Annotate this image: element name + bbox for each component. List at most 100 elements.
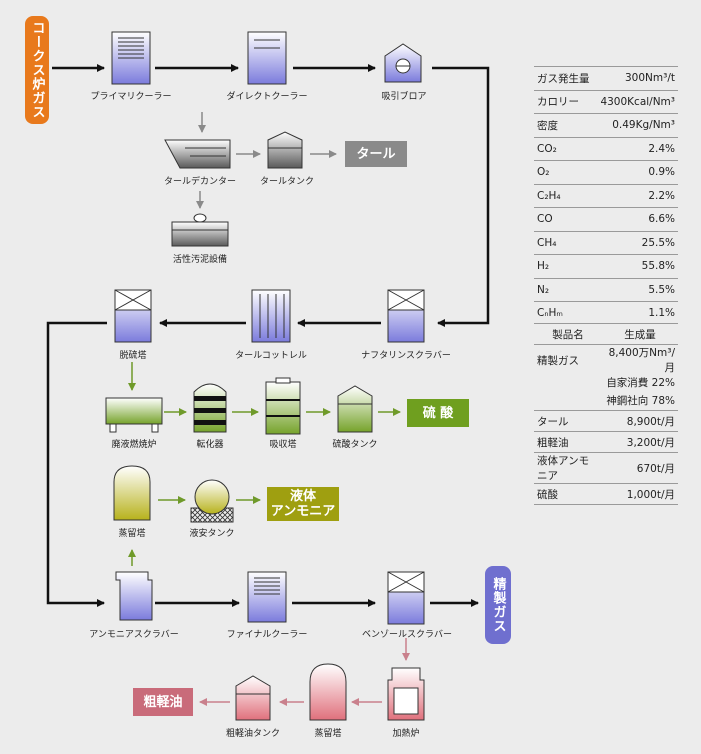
liquid-ammonia-tank-label: 液安タンク: [189, 529, 235, 539]
gas-value: 55.8%: [594, 254, 678, 279]
product-name: 液体アンモニア: [534, 452, 603, 484]
light-oil-still-icon: [309, 663, 347, 721]
sulfuric-acid-product-text: 硫 酸: [422, 405, 454, 421]
direct-cooler-label: ダイレクトクーラー: [226, 92, 308, 102]
tar-product-tag: タール: [345, 141, 407, 167]
product-name: 粗軽油: [534, 431, 603, 453]
gas-item: CO: [534, 207, 595, 232]
product-amount: 8,900t/月: [602, 410, 678, 432]
gas-value: 300Nm³/t: [594, 66, 678, 91]
gas-value: 1.1%: [594, 301, 678, 326]
liquid-ammonia-text-1: 液体: [289, 489, 316, 504]
gas-item: C₂H₄: [534, 184, 595, 208]
gas-value: 6.6%: [594, 207, 678, 232]
liquid-ammonia-product-tag: 液体 アンモニア: [267, 487, 339, 521]
light-oil-line: [199, 638, 410, 706]
table-row: 精製ガス 8,400万Nm³/月: [534, 345, 678, 376]
gas-value: 5.5%: [594, 278, 678, 302]
desulfurization-tower-label: 脱硫塔: [119, 351, 147, 361]
product-name: 精製ガス: [537, 354, 579, 367]
ammonia-still-icon: [113, 465, 151, 521]
tar-decanter-icon: [164, 139, 231, 169]
product-amount-note: 自家消費 22%: [606, 377, 675, 389]
product-amount-header: 生成量: [602, 323, 678, 345]
tar-tank-icon: [267, 131, 303, 169]
gas-value: 4300Kcal/Nm³: [594, 90, 678, 114]
heating-furnace-icon: [387, 667, 425, 721]
crude-light-oil-text: 粗軽油: [143, 694, 183, 710]
gas-item: CₙHₘ: [534, 301, 595, 326]
gas-item: CO₂: [534, 137, 595, 161]
heating-furnace-label: 加熱炉: [392, 729, 420, 739]
product-name: 硫酸: [534, 483, 603, 505]
gas-value: 0.9%: [594, 160, 678, 185]
suction-blower-label: 吸引ブロア: [381, 92, 427, 102]
sulfuric-acid-product-tag: 硫 酸: [407, 399, 469, 427]
light-oil-still-label: 蒸留塔: [314, 729, 342, 739]
converter-label: 転化器: [196, 440, 224, 450]
outlet-tag-text: 精製ガス: [490, 577, 506, 633]
benzol-scrubber-label: ベンゾールスクラバー: [362, 630, 452, 640]
gas-value: 25.5%: [594, 231, 678, 255]
final-cooler-label: ファイナルクーラー: [226, 630, 308, 640]
gas-item: 密度: [534, 113, 595, 138]
desulfurization-tower-icon: [114, 289, 152, 343]
gas-value: 0.49Kg/Nm³: [594, 113, 678, 138]
liquid-ammonia-text-2: アンモニア: [270, 504, 336, 519]
activated-sludge-label: 活性汚泥設備: [172, 255, 228, 265]
inlet-tag-text: コークス炉ガス: [29, 21, 45, 119]
benzol-scrubber-icon: [387, 571, 425, 625]
absorption-tower-label: 吸収塔: [269, 440, 297, 450]
tar-line: [196, 112, 337, 209]
tar-cottrell-icon: [251, 289, 291, 343]
table-row: 神鋼社向 78%: [534, 390, 678, 411]
product-amount: 3,200t/月: [602, 431, 678, 453]
gas-item: O₂: [534, 160, 595, 185]
converter-icon: [193, 383, 227, 433]
sulfuric-acid-tank-icon: [337, 385, 373, 433]
primary-cooler-icon: [111, 31, 151, 85]
light-oil-tank-icon: [235, 675, 271, 721]
final-cooler-icon: [247, 571, 287, 623]
tar-product-text: タール: [356, 146, 396, 162]
product-amount: 670t/月: [602, 452, 678, 484]
gas-item: H₂: [534, 254, 595, 279]
gas-item: カロリー: [534, 90, 595, 114]
liquid-ammonia-tank-icon: [190, 479, 234, 523]
product-name: タール: [534, 410, 603, 432]
activated-sludge-icon: [171, 213, 229, 247]
light-oil-tank-label: 粗軽油タンク: [225, 729, 281, 739]
absorption-tower-icon: [265, 377, 301, 435]
inlet-coke-oven-gas-tag: コークス炉ガス: [25, 16, 49, 124]
outlet-refined-gas-tag: 精製ガス: [485, 566, 511, 644]
sulfuric-acid-tank-label: 硫酸タンク: [332, 440, 378, 450]
waste-liquor-furnace-icon: [105, 397, 163, 433]
waste-liquor-furnace-label: 廃液燃焼炉: [111, 440, 157, 450]
crude-light-oil-product-tag: 粗軽油: [133, 688, 193, 716]
product-amount: 8,400万Nm³/月: [608, 347, 675, 374]
main-gas-line: [46, 64, 490, 607]
tar-cottrell-label: タールコットレル: [235, 351, 307, 361]
table-row: 自家消費 22%: [534, 375, 678, 390]
gas-value: 2.4%: [594, 137, 678, 161]
product-name-header: 製品名: [534, 323, 603, 345]
ammonia-still-label: 蒸留塔: [118, 529, 146, 539]
direct-cooler-icon: [247, 31, 287, 85]
tar-tank-label: タールタンク: [259, 177, 315, 187]
